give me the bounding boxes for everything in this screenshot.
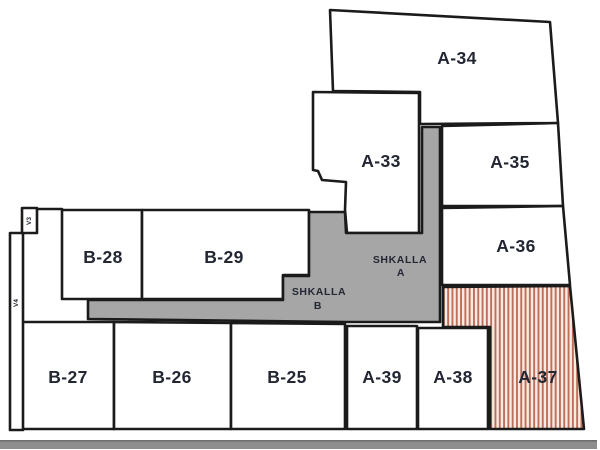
marker-box-shape [20, 206, 39, 235]
unit-a33-shape [311, 90, 421, 235]
unit-a37-label: A-37 [518, 367, 558, 387]
stairwell-a-label-line1: SHKALLA [373, 254, 427, 266]
unit-a38-label: A-38 [433, 367, 473, 387]
unit-a37-shape-highlighted [441, 284, 586, 431]
unit-a36-label: A-36 [496, 236, 536, 256]
unit-a39-label: A-39 [362, 367, 402, 387]
unit-b25-shape [229, 321, 347, 431]
unit-a33-label: A-33 [361, 151, 401, 171]
marker-v3-label: V3 [26, 217, 33, 225]
stairwell-b-label-line1: SHKALLA [292, 286, 346, 298]
unit-b26-label: B-26 [152, 367, 192, 387]
unit-a34-label: A-34 [437, 48, 477, 68]
unit-b27-label: B-27 [48, 367, 88, 387]
ground-bar [0, 440, 597, 449]
unit-a35-label: A-35 [490, 152, 530, 172]
stairwell-b-label-line2: B [314, 300, 322, 312]
ground-bar-edge [0, 440, 597, 442]
stairwell-a-label-line2: A [397, 267, 405, 279]
left-strip-shape [8, 231, 25, 432]
marker-v4-label: V4 [13, 299, 20, 307]
unit-b25-label: B-25 [267, 367, 307, 387]
unit-b29-label: B-29 [204, 247, 244, 267]
stairwell-corridor-shape [86, 125, 442, 324]
unit-b28-label: B-28 [83, 247, 123, 267]
